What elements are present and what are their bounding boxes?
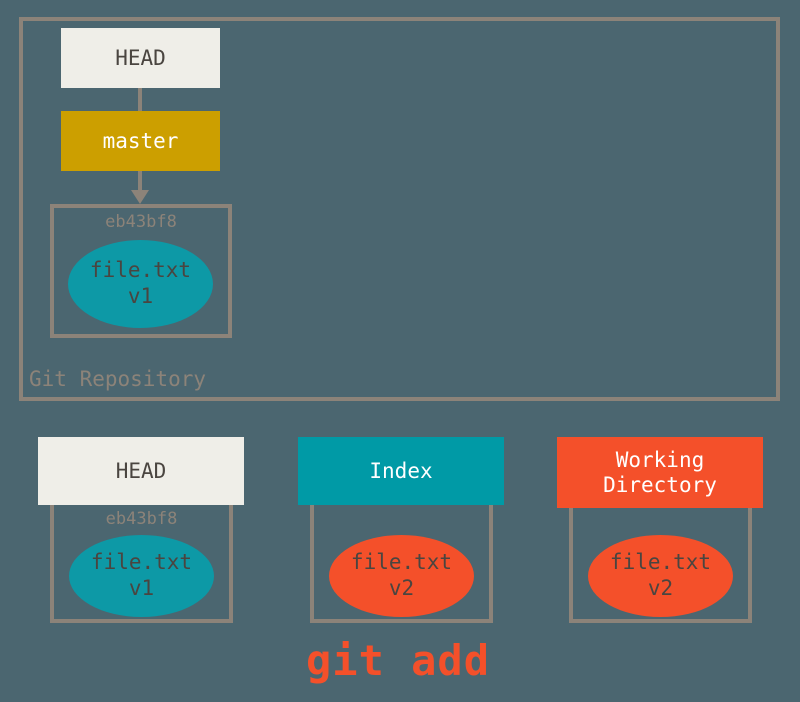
repo-commit-blob-name: file.txt [89, 258, 192, 283]
repo-head-label: HEAD [115, 45, 166, 70]
index-area-blob-version: v2 [388, 576, 415, 600]
head-area-header[interactable]: HEAD [38, 437, 244, 505]
arrow-master-to-commit-line [138, 171, 142, 191]
index-area-blob[interactable]: file.txt v2 [329, 535, 474, 617]
repo-commit-frame [50, 204, 232, 338]
head-area-blob[interactable]: file.txt v1 [69, 535, 214, 617]
head-area-blob-version: v1 [128, 576, 155, 600]
head-area-title: HEAD [115, 458, 167, 483]
repo-commit-hash: eb43bf8 [105, 212, 177, 232]
repo-master-box[interactable]: master [61, 111, 220, 171]
index-area-header[interactable]: Index [298, 437, 504, 505]
repo-commit-blob-version: v1 [127, 284, 154, 308]
working-directory-title-line-1: Working [615, 447, 705, 472]
git-repository-frame [19, 17, 780, 401]
head-area-blob-name: file.txt [90, 550, 193, 575]
git-repository-label: Git Repository [29, 367, 207, 391]
index-area-blob-name: file.txt [350, 550, 453, 575]
working-directory-blob-version: v2 [647, 576, 674, 600]
arrow-head-to-master [138, 88, 142, 111]
working-directory-blob-name: file.txt [609, 550, 712, 575]
index-area-title: Index [369, 458, 433, 483]
arrow-master-to-commit-head [131, 190, 149, 204]
repo-head-box[interactable]: HEAD [61, 28, 220, 88]
working-directory-area-header[interactable]: Working Directory [557, 437, 763, 508]
working-directory-area-blob[interactable]: file.txt v2 [588, 535, 733, 617]
command-caption: git add [306, 636, 491, 685]
repo-master-label: master [102, 128, 179, 153]
working-directory-title-line-2: Directory [603, 472, 717, 497]
repo-commit-blob[interactable]: file.txt v1 [68, 240, 213, 328]
head-area-hash: eb43bf8 [105, 509, 178, 529]
